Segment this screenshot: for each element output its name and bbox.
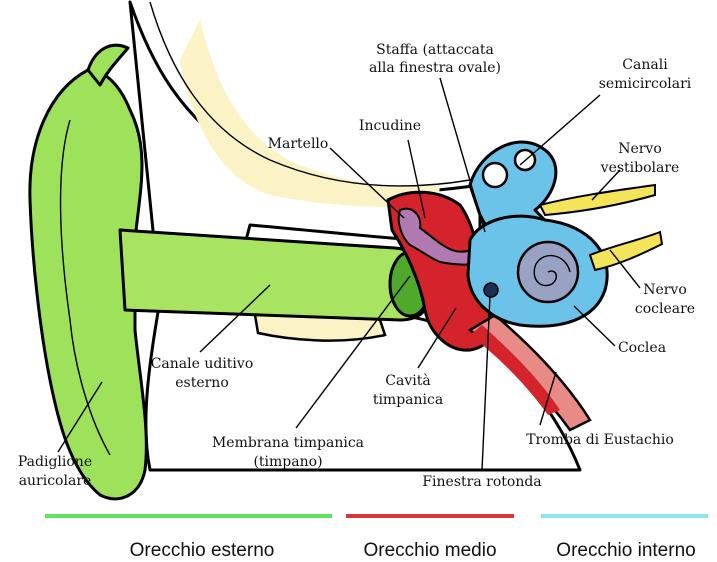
section-bar-inner xyxy=(541,514,708,518)
label-tromba: Tromba di Eustachio xyxy=(526,432,674,448)
label-canale-1: Canale uditivo xyxy=(151,356,254,372)
label-staffa-2: alla finestra ovale) xyxy=(369,60,501,76)
leader-coclea xyxy=(574,306,615,346)
label-membrana-1: Membrana timpanica xyxy=(212,435,364,451)
label-canali-2: semicircolari xyxy=(599,76,692,92)
label-nervo-vest-2: vestibolare xyxy=(600,160,680,176)
label-canali-1: Canali xyxy=(622,57,668,73)
cochlear-nerve xyxy=(590,232,662,270)
vestibular-nerve xyxy=(540,185,655,215)
leader-canali xyxy=(520,95,600,165)
round-window xyxy=(484,283,498,297)
label-membrana-2: (timpano) xyxy=(253,454,322,470)
section-bar-middle xyxy=(346,514,514,518)
label-nervo-coc-1: Nervo xyxy=(643,282,687,298)
label-padiglione-2: auricolare xyxy=(19,473,92,489)
section-label-outer: Orecchio esterno xyxy=(130,540,275,561)
section-bar-outer xyxy=(45,514,332,518)
label-finestra-rotonda: Finestra rotonda xyxy=(422,474,541,490)
canal-loop-1 xyxy=(483,163,507,187)
section-label-middle: Orecchio medio xyxy=(363,540,496,561)
label-canale-2: esterno xyxy=(175,375,229,391)
label-incudine: Incudine xyxy=(359,118,421,134)
label-coclea: Coclea xyxy=(618,340,666,356)
section-label-inner: Orecchio interno xyxy=(556,540,695,561)
label-staffa-1: Staffa (attaccata xyxy=(376,42,494,58)
label-martello: Martello xyxy=(268,136,329,152)
label-padiglione-1: Padiglione xyxy=(18,454,92,470)
label-cavita-1: Cavità xyxy=(385,372,430,389)
label-nervo-vest-1: Nervo xyxy=(618,141,662,157)
ear-canal xyxy=(120,230,432,320)
label-nervo-coc-2: cocleare xyxy=(635,301,695,317)
label-cavita-2: timpanica xyxy=(373,392,443,408)
